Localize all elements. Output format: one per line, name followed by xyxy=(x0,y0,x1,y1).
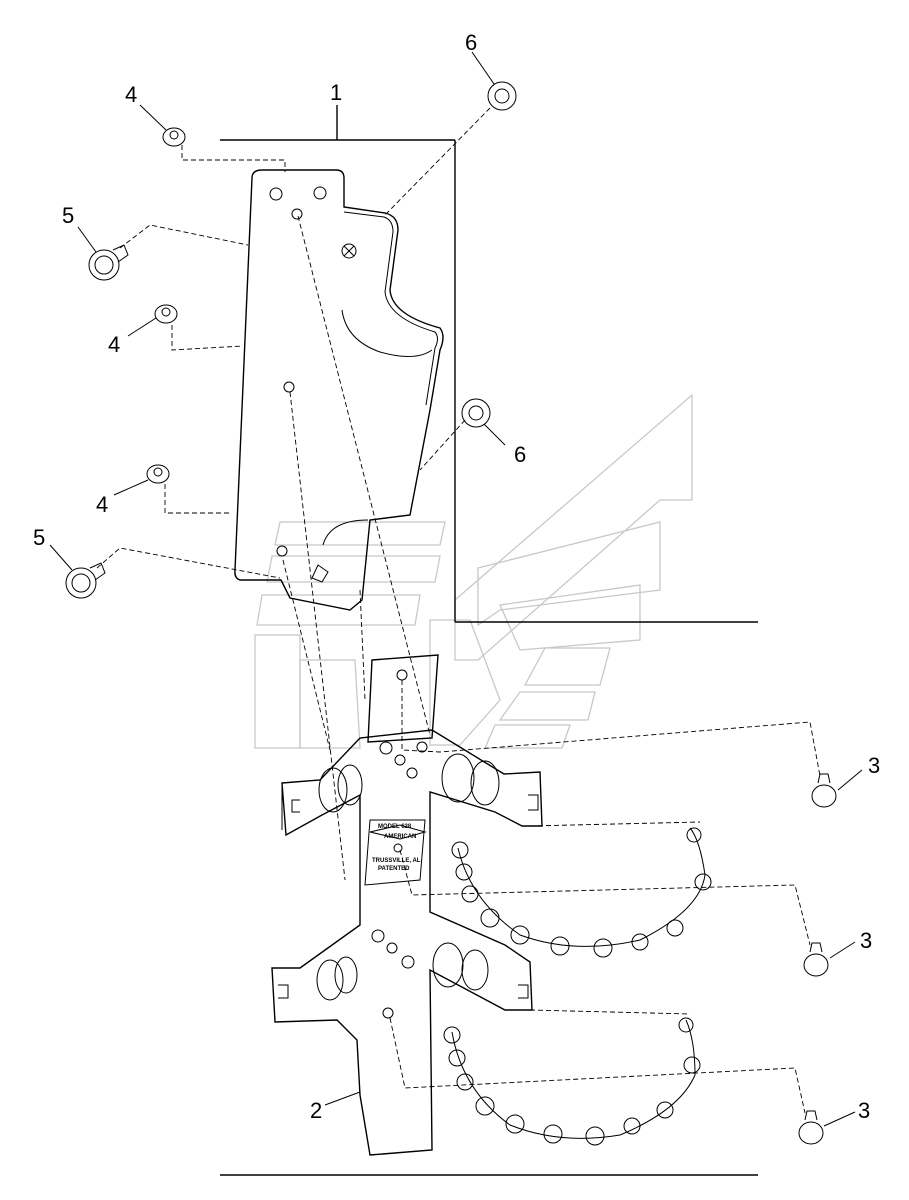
assembly-lines xyxy=(96,107,821,1114)
callout-3-top: 3 xyxy=(868,753,880,778)
bolt-5-bottom-icon xyxy=(65,562,106,599)
rack-frame xyxy=(271,654,543,1156)
callout-4-bottom: 4 xyxy=(96,492,108,517)
callout-1: 1 xyxy=(330,80,342,105)
callout-2: 2 xyxy=(310,1098,322,1123)
nut-4-bottom-icon xyxy=(146,464,170,484)
screw-3-bottom-icon xyxy=(798,1110,824,1145)
nut-4-top-icon xyxy=(162,127,186,147)
assembly-bracket xyxy=(220,105,758,1176)
cover-plate xyxy=(234,169,444,611)
callout-4-top: 4 xyxy=(125,82,137,107)
washer-6-middle-icon xyxy=(461,398,491,428)
watermark-logo xyxy=(254,393,693,749)
screw-3-top-icon xyxy=(811,773,837,808)
callout-4-middle: 4 xyxy=(108,332,120,357)
washer-6-top-icon xyxy=(487,81,517,111)
nameplate-brand: AMERICAN xyxy=(384,834,416,840)
callout-3-bottom: 3 xyxy=(858,1098,870,1123)
nameplate-model: MODEL 628 xyxy=(378,824,412,830)
nameplate: MODEL 628 AMERICAN TRUSSVILLE, AL PATENT… xyxy=(372,824,421,872)
callout-labels: 1 2 3 3 3 4 4 4 5 5 6 6 xyxy=(33,30,880,1123)
upper-bead-chain xyxy=(451,827,712,958)
bolt-5-top-icon xyxy=(88,244,129,281)
callout-3-middle: 3 xyxy=(860,928,872,953)
screw-3-middle-icon xyxy=(803,942,829,977)
leader-lines xyxy=(49,51,863,1127)
callout-6-middle: 6 xyxy=(514,442,526,467)
nut-4-middle-icon xyxy=(154,304,178,324)
callout-5-top: 5 xyxy=(62,203,74,228)
callout-6-top: 6 xyxy=(465,30,477,55)
nameplate-city: TRUSSVILLE, AL xyxy=(372,858,421,864)
callout-5-bottom: 5 xyxy=(33,525,45,550)
lower-bead-chain xyxy=(443,1017,701,1146)
nameplate-patented: PATENTED xyxy=(378,866,410,872)
